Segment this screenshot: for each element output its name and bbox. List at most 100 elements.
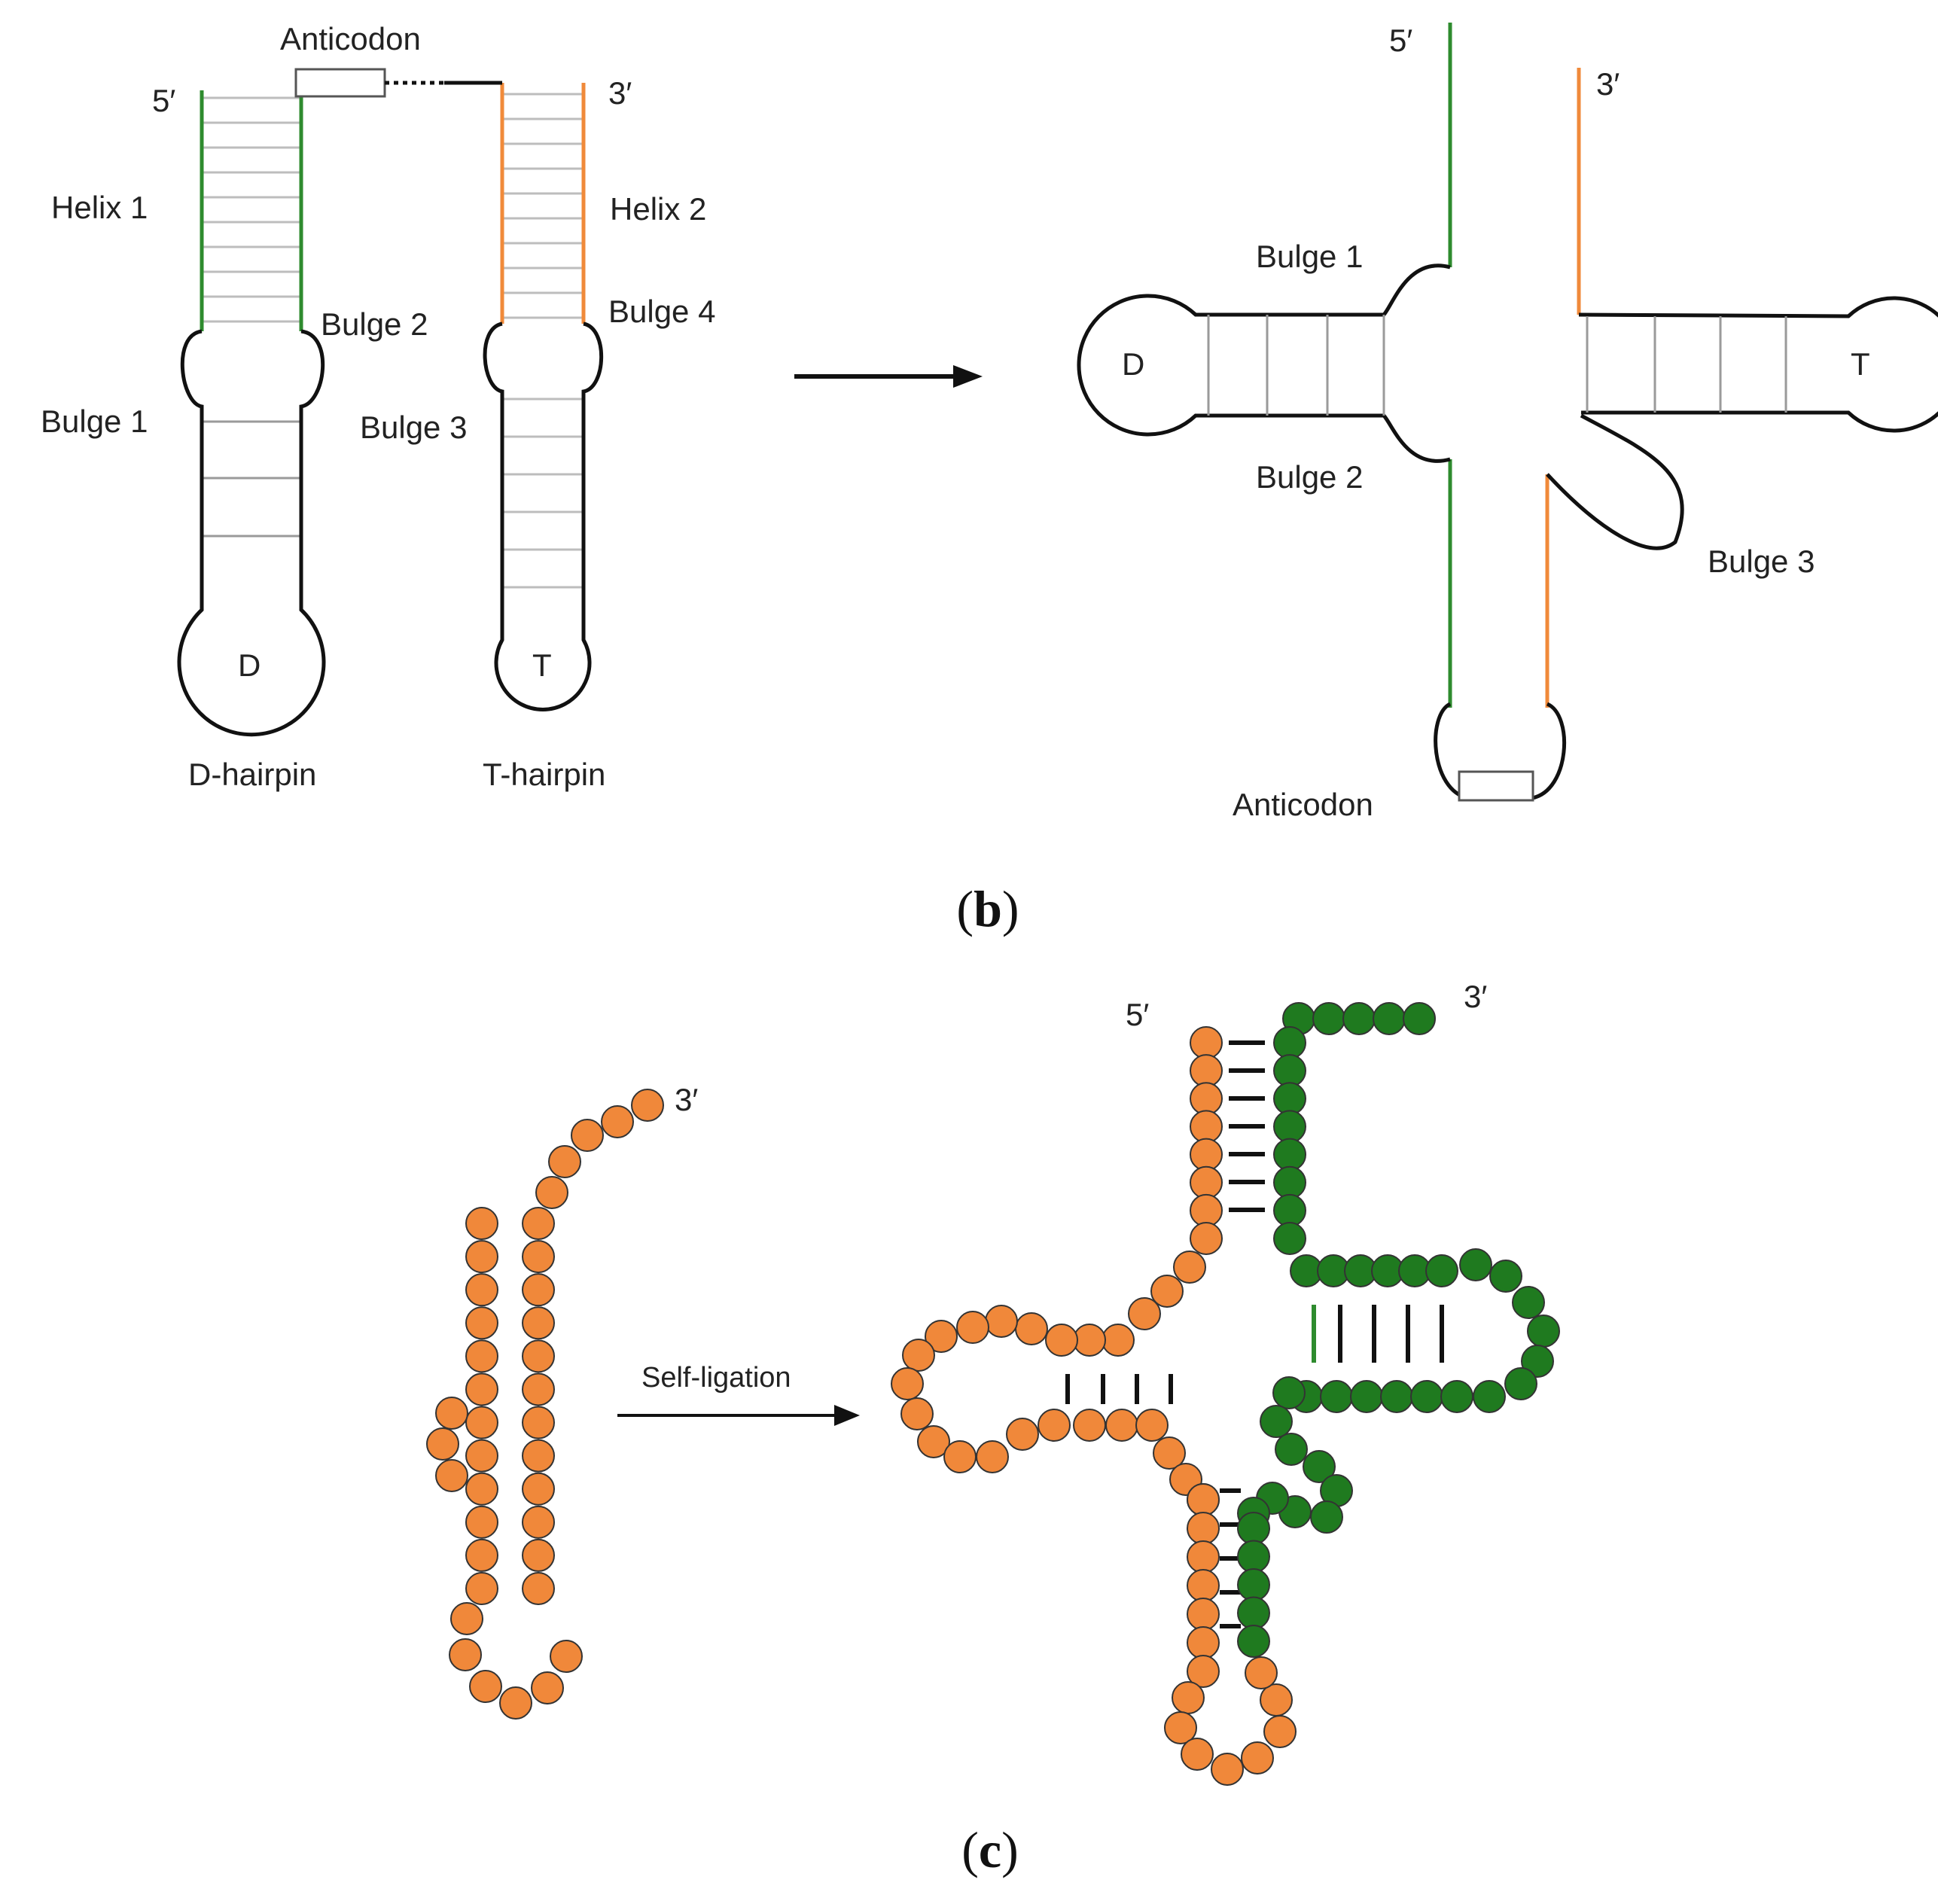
panel-b-caption: (b) [956, 880, 1019, 937]
green-nucleotide-bead [1237, 1596, 1270, 1630]
orange-nucleotide-bead [1263, 1715, 1297, 1748]
orange-nucleotide-bead [1181, 1738, 1214, 1771]
right-five-prime-label: 5′ [1389, 23, 1412, 58]
orange-nucleotide-bead [465, 1306, 498, 1340]
orange-nucleotide-bead [522, 1406, 555, 1439]
orange-nucleotide-bead [1187, 1540, 1220, 1573]
orange-nucleotide-bead [891, 1367, 924, 1400]
orange-nucleotide-bead [450, 1602, 483, 1635]
right-anticodon-box [1458, 770, 1534, 802]
green-nucleotide-bead [1275, 1433, 1308, 1466]
orange-nucleotide-bead [522, 1306, 555, 1340]
orange-nucleotide-bead [548, 1145, 581, 1178]
orange-nucleotide-bead [1164, 1711, 1197, 1744]
green-nucleotide-bead [1410, 1380, 1443, 1413]
orange-nucleotide-bead [1073, 1409, 1106, 1442]
orange-nucleotide-bead [1105, 1409, 1138, 1442]
right-t-arm-outline [1578, 296, 1938, 433]
self-ligation-arrow [617, 1405, 860, 1426]
orange-nucleotide-bead [1245, 1656, 1278, 1689]
right-three-prime-label: 3′ [1596, 66, 1620, 102]
orange-nucleotide-bead [1211, 1753, 1244, 1786]
orange-nucleotide-bead [465, 1472, 498, 1506]
orange-nucleotide-bead [1187, 1598, 1220, 1631]
orange-nucleotide-bead [1190, 1026, 1223, 1059]
green-nucleotide-bead [1310, 1500, 1343, 1534]
green-nucleotide-bead [1273, 1110, 1306, 1144]
panel-b-left-diagram: Anticodon 5′ 3′ Helix 1 Helix 2 Bulge 2 … [41, 21, 715, 792]
orange-nucleotide-bead [1187, 1569, 1220, 1602]
left-bulge2-label: Bulge 2 [321, 306, 428, 342]
green-nucleotide-bead [1350, 1380, 1383, 1413]
orange-nucleotide-bead [1135, 1409, 1169, 1442]
green-nucleotide-bead [1489, 1260, 1522, 1293]
orange-nucleotide-bead [1153, 1436, 1186, 1470]
orange-nucleotide-bead [465, 1505, 498, 1539]
left-bulge4-label: Bulge 4 [608, 294, 715, 329]
orange-nucleotide-bead [522, 1439, 555, 1473]
left-three-prime-label: 3′ [608, 75, 632, 111]
left-t-loop-label: T [532, 647, 552, 683]
green-nucleotide-bead [1425, 1254, 1458, 1287]
orange-nucleotide-bead [522, 1207, 555, 1240]
right-bulge3-loop [1546, 413, 1684, 550]
orange-nucleotide-bead [1128, 1297, 1161, 1330]
orange-nucleotide-bead [1187, 1483, 1220, 1516]
green-nucleotide-bead [1527, 1315, 1560, 1348]
right-t-loop-label: T [1851, 346, 1870, 382]
orange-nucleotide-bead [465, 1406, 498, 1439]
panel-b-caption-open: ( [956, 880, 974, 937]
orange-nucleotide-bead [435, 1459, 468, 1492]
orange-nucleotide-bead [465, 1240, 498, 1274]
green-nucleotide-bead [1440, 1380, 1473, 1413]
orange-nucleotide-bead [1172, 1681, 1205, 1714]
green-nucleotide-bead [1273, 1082, 1306, 1116]
orange-nucleotide-bead [943, 1440, 977, 1473]
c-right-three-prime-label: 3′ [1464, 979, 1487, 1014]
panel-b-arrow [794, 365, 983, 388]
left-bulge1-label: Bulge 1 [41, 404, 148, 439]
green-nucleotide-bead [1459, 1248, 1492, 1281]
green-nucleotide-bead [1237, 1512, 1270, 1545]
orange-nucleotide-bead [1102, 1324, 1135, 1357]
orange-nucleotide-bead [1187, 1512, 1220, 1545]
orange-nucleotide-bead [465, 1372, 498, 1406]
panel-c-caption-close: ) [1001, 1821, 1019, 1878]
helix2-label: Helix 2 [610, 191, 706, 227]
green-nucleotide-bead [1273, 1054, 1306, 1088]
orange-nucleotide-bead [1187, 1655, 1220, 1688]
orange-nucleotide-bead [522, 1240, 555, 1274]
green-nucleotide-bead [1473, 1380, 1506, 1413]
orange-nucleotide-bead [449, 1638, 482, 1671]
green-nucleotide-bead [1273, 1165, 1306, 1199]
green-nucleotide-bead [1373, 1002, 1406, 1035]
panel-c-caption-letter: c [979, 1821, 1001, 1878]
left-bulge3-label: Bulge 3 [360, 410, 467, 445]
panel-c-caption: (c) [961, 1821, 1019, 1878]
left-d-loop-label: D [238, 647, 261, 683]
panel-c-caption-open: ( [961, 1821, 979, 1878]
panel-c-beads [426, 1002, 1560, 1786]
orange-nucleotide-bead [1241, 1741, 1274, 1775]
orange-nucleotide-bead [571, 1119, 604, 1152]
orange-nucleotide-bead [1190, 1222, 1223, 1255]
d-hairpin-label: D-hairpin [188, 757, 316, 792]
orange-nucleotide-bead [1173, 1251, 1206, 1284]
green-nucleotide-bead [1273, 1138, 1306, 1171]
right-bulge3-label: Bulge 3 [1708, 544, 1815, 579]
orange-nucleotide-bead [1045, 1324, 1078, 1357]
panel-b-caption-close: ) [1002, 880, 1019, 937]
green-nucleotide-bead [1237, 1540, 1270, 1573]
green-nucleotide-bead [1320, 1380, 1353, 1413]
orange-nucleotide-bead [550, 1640, 583, 1673]
c-left-three-prime-label: 3′ [675, 1082, 698, 1117]
orange-nucleotide-bead [1150, 1275, 1184, 1308]
orange-nucleotide-bead [469, 1670, 502, 1703]
green-nucleotide-bead [1303, 1450, 1336, 1483]
panel-c-diagram: Self-ligation 3′ 5′ 3′ [426, 979, 1560, 1786]
orange-nucleotide-bead [956, 1311, 989, 1344]
green-nucleotide-bead [1504, 1367, 1537, 1400]
helix1-rungs [202, 96, 301, 323]
left-anticodon-label: Anticodon [280, 21, 421, 56]
helix1-label: Helix 1 [51, 190, 148, 225]
